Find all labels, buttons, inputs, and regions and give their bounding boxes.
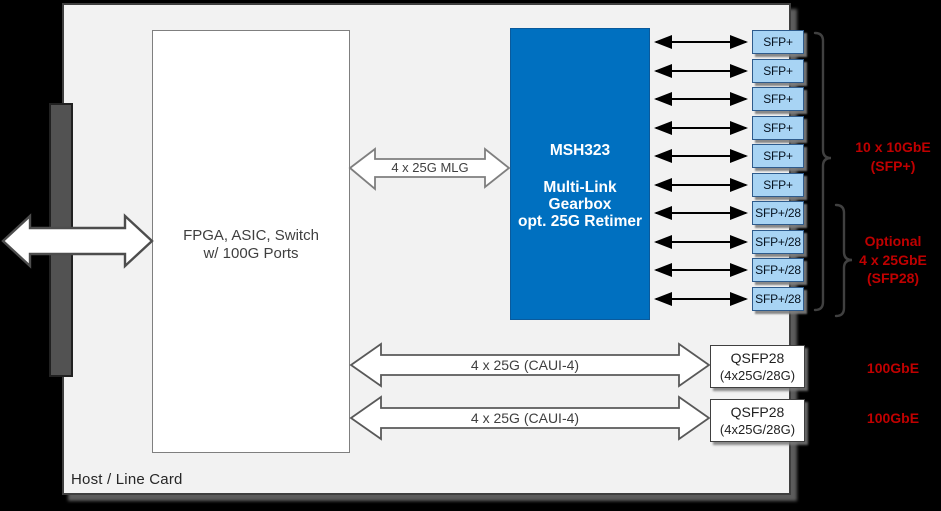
sfp-module-5: SFP+ — [752, 144, 804, 168]
sfp-module-6: SFP+ — [752, 173, 804, 197]
backplane-connector-bar — [49, 103, 73, 377]
msh323-gearbox-box: MSH323 Multi-Link Gearbox opt. 25G Retim… — [510, 28, 650, 320]
mlg-arrow-label: 4 x 25G MLG — [391, 160, 469, 175]
sfp28-module-3: SFP+/28 — [752, 258, 804, 282]
qsfp28-2-name: QSFP28 — [730, 403, 785, 420]
gearbox-title: MSH323 — [549, 142, 611, 159]
annotation-100gbe-2: 100GbE — [866, 410, 920, 426]
qsfp28-1-detail: (4x25G/28G) — [719, 367, 796, 383]
caui-arrow-2-label: 4 x 25G (CAUI-4) — [470, 410, 580, 426]
bracket-10gbe-group — [813, 31, 832, 312]
sfp28-module-4: SFP+/28 — [752, 287, 804, 311]
host-line-card-label: Host / Line Card — [71, 471, 183, 488]
qsfp28-module-1: QSFP28 (4x25G/28G) — [710, 345, 805, 388]
qsfp28-module-2: QSFP28 (4x25G/28G) — [710, 399, 805, 442]
annotation-10gbe: 10 x 10GbE (SFP+) — [843, 138, 941, 175]
sfp-module-2: SFP+ — [752, 59, 804, 83]
sfp28-module-1: SFP+/28 — [752, 201, 804, 225]
qsfp28-2-detail: (4x25G/28G) — [719, 421, 796, 437]
qsfp28-1-name: QSFP28 — [730, 349, 785, 366]
annotation-10gbe-line1: 10 x 10GbE — [855, 139, 931, 155]
annotation-100gbe-1: 100GbE — [866, 360, 920, 376]
fpga-switch-box: FPGA, ASIC, Switch w/ 100G Ports — [152, 30, 350, 453]
caui-arrow-1-label: 4 x 25G (CAUI-4) — [470, 357, 580, 373]
sfp-module-1: SFP+ — [752, 30, 804, 54]
fpga-label-line2: w/ 100G Ports — [203, 245, 299, 262]
sfp-module-4: SFP+ — [752, 116, 804, 140]
gearbox-label-line1: Multi-Link Gearbox — [543, 179, 617, 213]
annotation-25gbe-line3: (SFP28) — [866, 270, 920, 286]
annotation-25gbe: Optional 4 x 25GbE (SFP28) — [843, 232, 941, 288]
gearbox-label-line2: opt. 25G Retimer — [517, 213, 643, 230]
annotation-10gbe-line2: (SFP+) — [870, 157, 916, 174]
annotation-25gbe-line1: Optional — [864, 233, 922, 249]
fpga-label-line1: FPGA, ASIC, Switch — [183, 227, 319, 244]
sfp-module-3: SFP+ — [752, 87, 804, 111]
sfp28-module-2: SFP+/28 — [752, 230, 804, 254]
annotation-25gbe-line2: 4 x 25GbE — [859, 251, 927, 268]
